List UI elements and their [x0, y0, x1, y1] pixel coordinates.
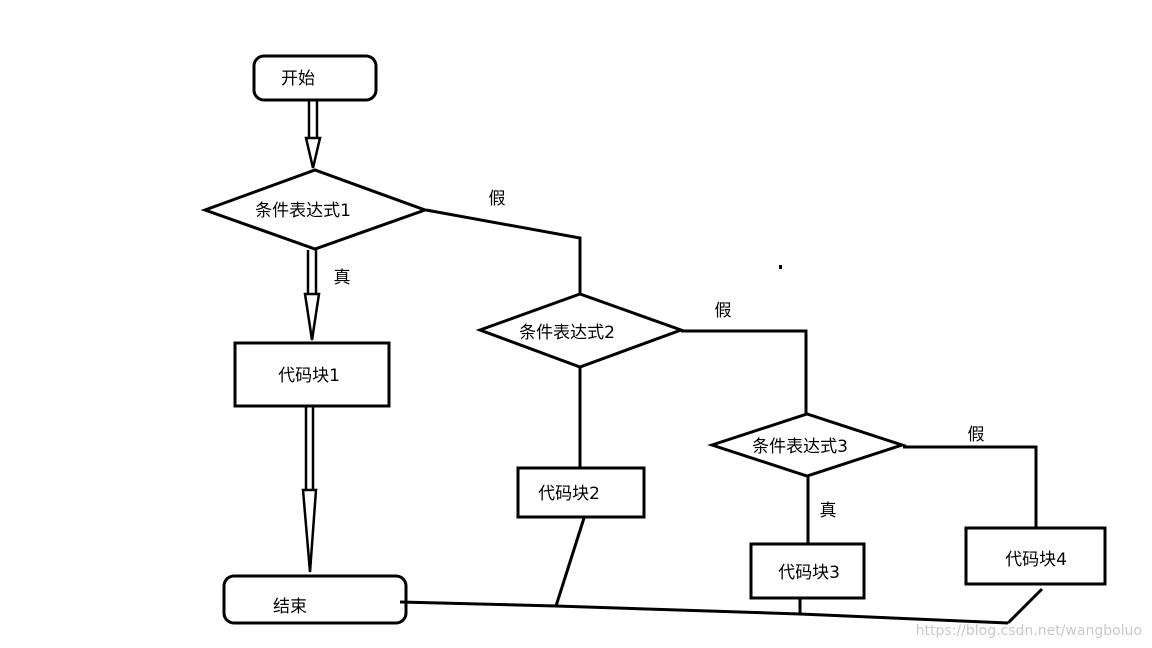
condition-1-shape: [200, 168, 430, 251]
edge-label-cond3-false: 假: [968, 425, 985, 445]
edge-label-cond3-true: 真: [820, 501, 837, 521]
condition-2-label: 条件表达式2: [519, 323, 615, 343]
code-block-2-shape: [516, 466, 646, 519]
code-block-3-label: 代码块3: [778, 563, 840, 583]
condition-3-shape: [707, 412, 907, 478]
start-node-label: 开始: [281, 69, 315, 89]
condition-1-label: 条件表达式1: [255, 201, 351, 221]
code-block-2-label: 代码块2: [538, 484, 600, 504]
stray-dot: [779, 265, 782, 269]
start-node-shape: [252, 54, 378, 102]
arrow-cond1-to-block1: [303, 250, 321, 341]
edge-label-cond1-false: 假: [489, 189, 506, 209]
end-node-shape: [222, 574, 408, 625]
watermark-text: https://blog.csdn.net/wangboluo: [916, 623, 1142, 639]
code-block-4-label: 代码块4: [1005, 550, 1067, 570]
code-block-3-shape: [749, 542, 866, 600]
connector-lines: [399, 208, 1044, 625]
code-block-1-label: 代码块1: [278, 366, 340, 386]
arrow-start-to-cond1: [304, 101, 322, 169]
code-block-1-shape: [233, 341, 391, 408]
edge-label-cond1-true: 真: [334, 268, 351, 288]
condition-3-label: 条件表达式3: [752, 437, 848, 457]
edge-label-cond2-false: 假: [715, 301, 732, 321]
arrow-block1-to-end: [301, 407, 318, 573]
code-block-4-shape: [964, 526, 1107, 586]
end-node-label: 结束: [273, 597, 307, 617]
